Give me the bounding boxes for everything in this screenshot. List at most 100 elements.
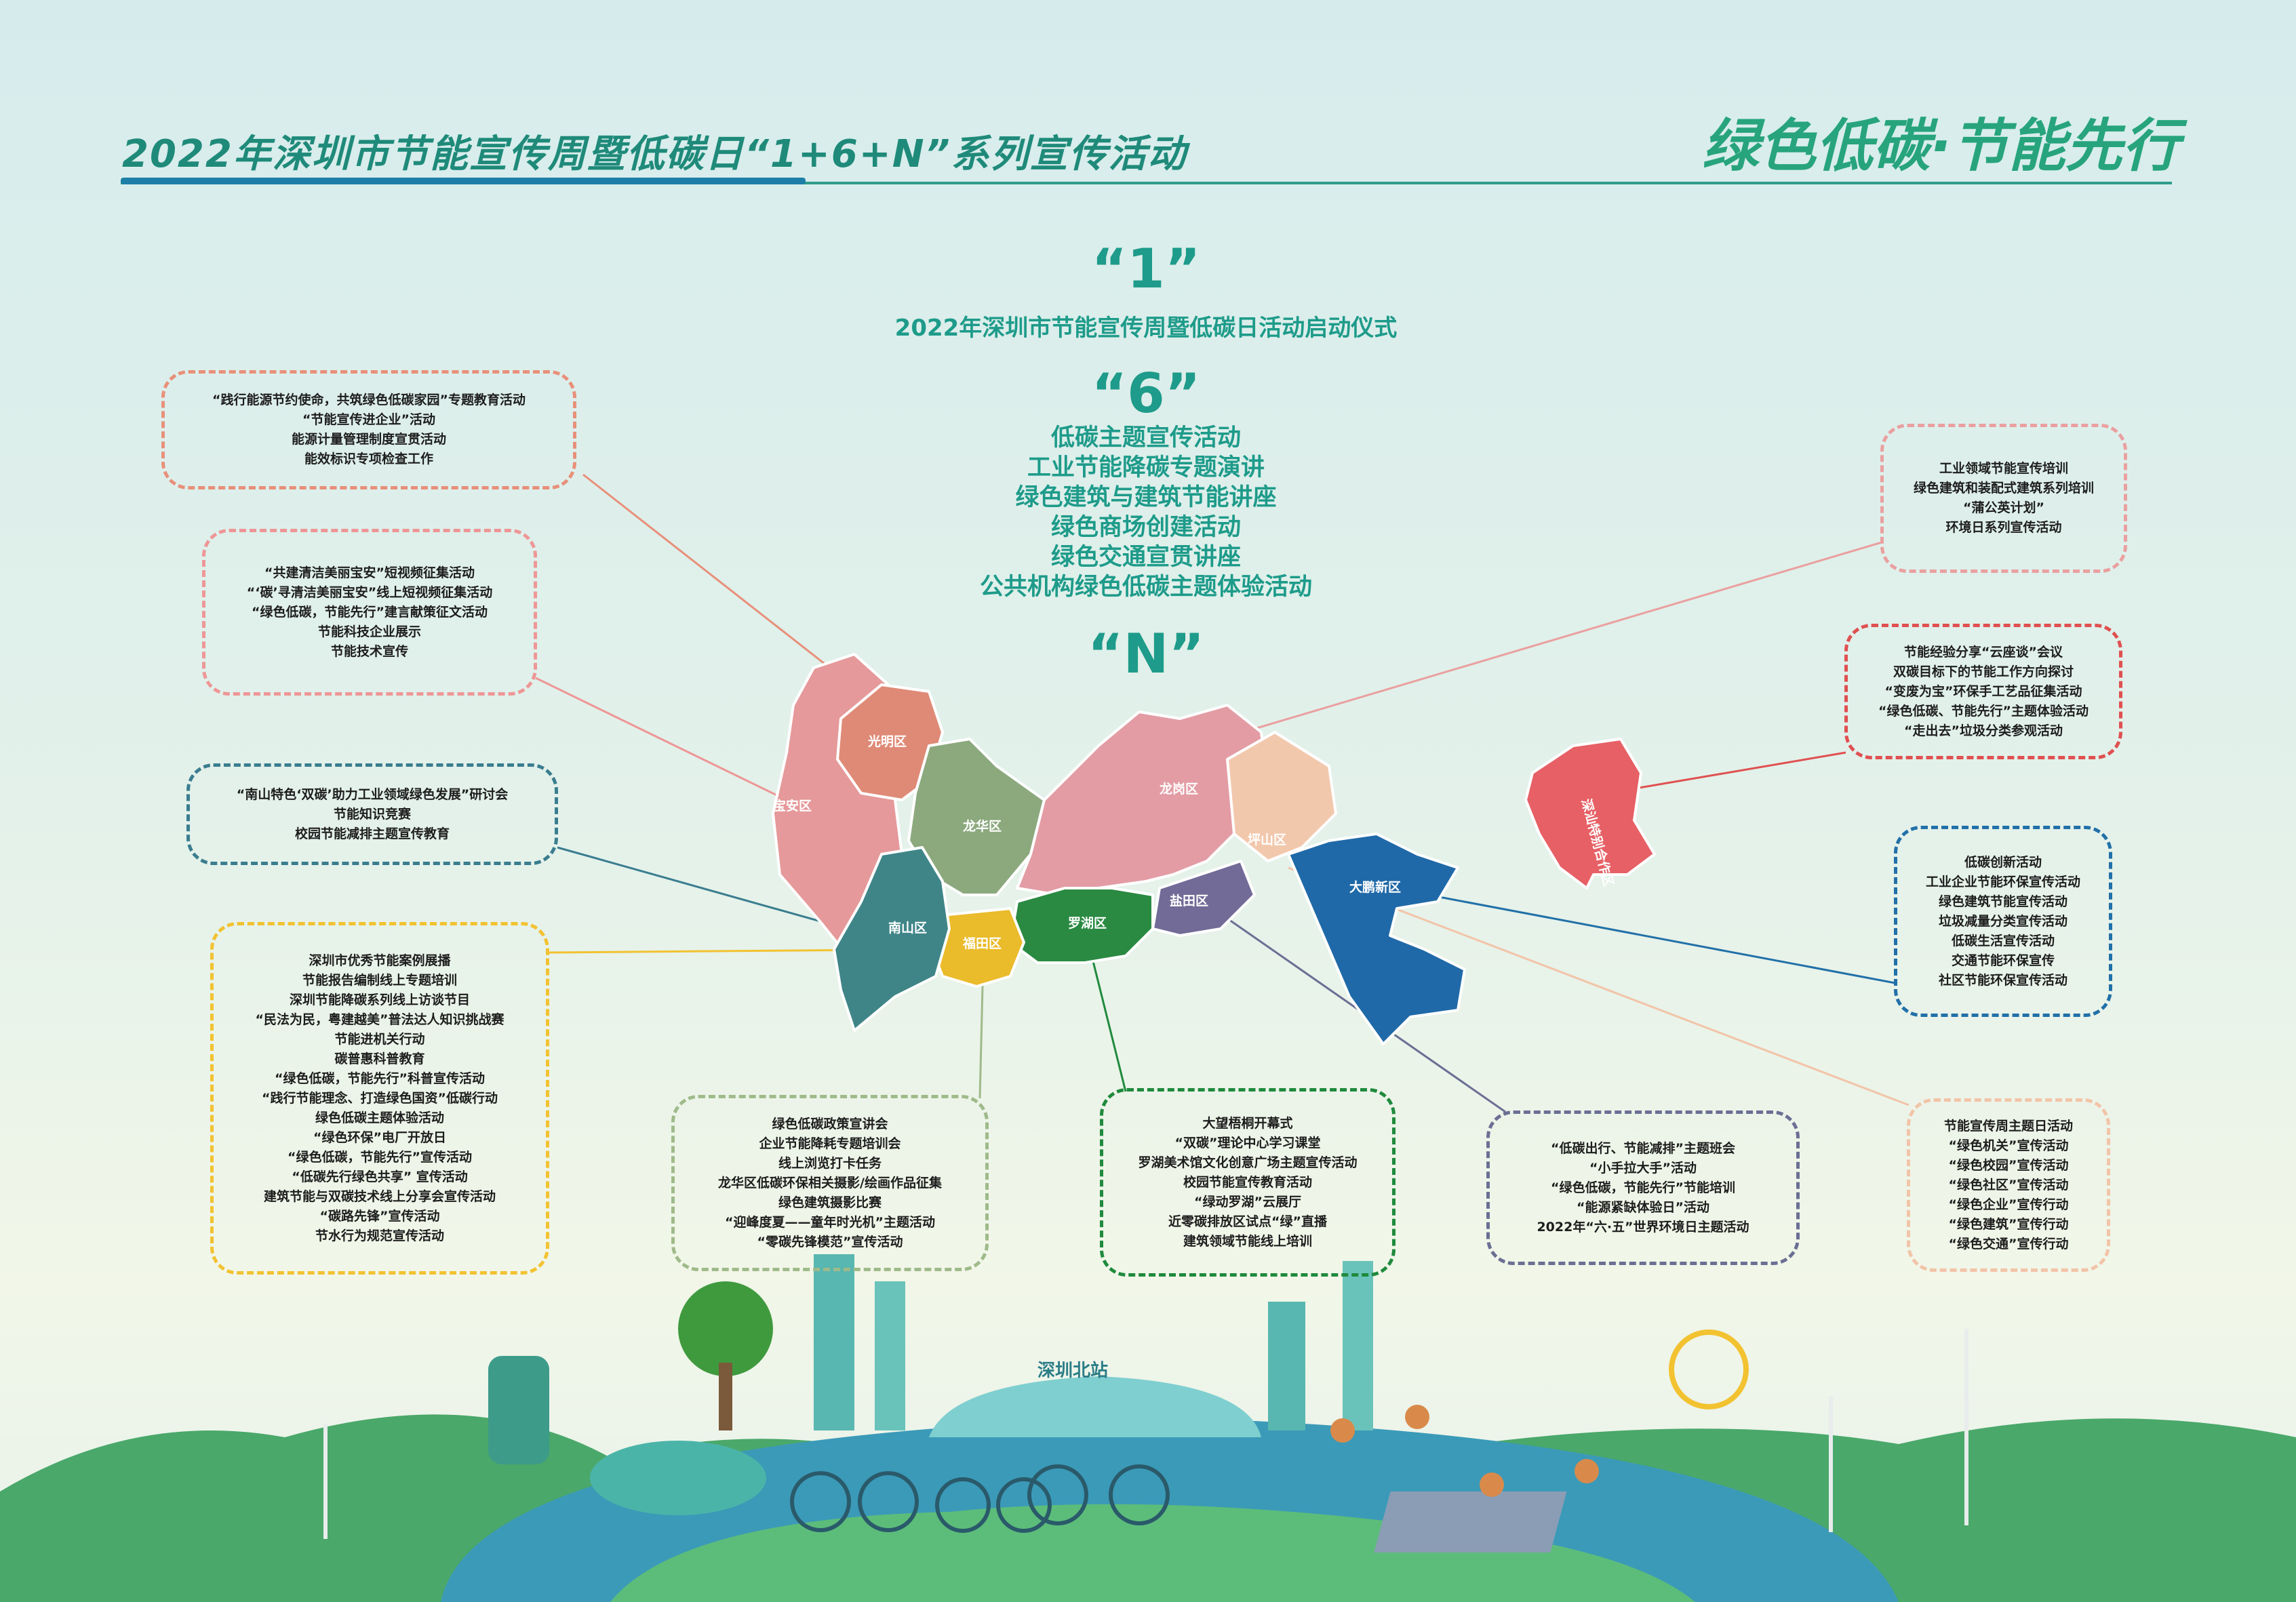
activity-item: “能源紧缺体验日”活动 bbox=[1577, 1199, 1709, 1215]
connector-shenshan bbox=[1627, 751, 1846, 791]
activity-box-baoan: “共建清洁美丽宝安”短视频征集活动 “‘碳’寻清洁美丽宝安”线上短视频征集活动 “绿… bbox=[202, 529, 537, 696]
activity-item: 绿色低碳主题体验活动 bbox=[315, 1110, 444, 1125]
six-activity: 绿色建筑与建筑节能讲座 bbox=[1015, 484, 1277, 511]
solar-panels bbox=[1374, 1491, 1567, 1553]
activity-item: “零碳先锋模范”宣传活动 bbox=[757, 1234, 903, 1249]
activity-item: 节能知识竞赛 bbox=[333, 806, 411, 822]
activity-box-luohu: 大望梧桐开幕式“双碳”理论中心学习课堂罗湖美术馆文化创意广场主题宣传活动校园节能… bbox=[1100, 1088, 1396, 1277]
label-yantian: 盐田区 bbox=[1170, 893, 1208, 908]
slogan-logo: 绿色低碳·节能先行 bbox=[1702, 113, 2179, 179]
label-baoan: 宝安区 bbox=[773, 798, 812, 814]
connector-longgang bbox=[1254, 541, 1882, 730]
tower-left bbox=[814, 1254, 854, 1430]
activity-item: 节能报告编制线上专题培训 bbox=[302, 972, 457, 988]
runners bbox=[1330, 1405, 1599, 1497]
activity-item: 深圳市优秀节能案例展播 bbox=[309, 953, 451, 968]
activity-item: “变废为宝”环保手工艺品征集活动 bbox=[1884, 683, 2082, 699]
cyclists bbox=[790, 1464, 1170, 1533]
activity-item: “南山特色‘双碳’助力工业领域绿色发展”研讨会 bbox=[236, 786, 509, 802]
tower-left-2 bbox=[875, 1281, 905, 1430]
activity-item: “共建清洁美丽宝安”短视频征集活动 bbox=[264, 565, 475, 580]
activity-box-shenshan: 节能经验分享“云座谈”会议双碳目标下的节能工作方向探讨“变废为宝”环保手工艺品征… bbox=[1844, 624, 2122, 759]
activity-item: “绿色企业”宣传行动 bbox=[1948, 1197, 2069, 1212]
six-activity: 绿色商场创建活动 bbox=[1050, 514, 1241, 541]
activity-item: “绿色低碳，节能先行”节能培训 bbox=[1551, 1180, 1735, 1195]
activity-item: “低碳出行、节能减排”主题班会 bbox=[1551, 1140, 1735, 1156]
label-nanshan: 南山区 bbox=[888, 921, 927, 936]
activity-item: “‘碳’寻清洁美丽宝安”线上短视频征集活动 bbox=[246, 584, 493, 600]
district-longhua bbox=[907, 738, 1046, 896]
tower-right-2 bbox=[1343, 1261, 1373, 1430]
connector-yantian bbox=[1193, 894, 1506, 1113]
label-futian: 福田区 bbox=[962, 936, 1002, 951]
six-activities-list: 低碳主题宣传活动 工业节能降碳专题演讲 绿色建筑与建筑节能讲座 绿色商场创建活动… bbox=[875, 423, 1417, 602]
six-activity: 低碳主题宣传活动 bbox=[1050, 424, 1241, 452]
activity-item: “绿色低碳、节能先行”主题体验活动 bbox=[1878, 703, 2089, 719]
header-divider-accent bbox=[121, 178, 806, 184]
activity-item: “走出去”垃圾分类参观活动 bbox=[1904, 723, 2063, 738]
connector-guangming bbox=[582, 473, 835, 673]
activity-box-guangming: “践行能源节约使命，共筑绿色低碳家园”专题教育活动“节能宣传进企业”活动能源计量… bbox=[161, 370, 576, 489]
activity-item: 建筑节能与双碳技术线上分享会宣传活动 bbox=[263, 1188, 496, 1204]
district-yantian bbox=[1151, 860, 1256, 937]
activity-item: “节能宣传进企业”活动 bbox=[302, 412, 435, 427]
activity-item: 建筑领域节能线上培训 bbox=[1183, 1233, 1312, 1249]
activity-box-longgang: 工业领域节能宣传培训绿色建筑和装配式建筑系列培训“蒲公英计划”环境日系列宣传活动 bbox=[1880, 424, 2127, 573]
activity-item: 社区节能环保宣传活动 bbox=[1938, 972, 2067, 988]
tree-trunk bbox=[719, 1363, 732, 1430]
wind-turbines bbox=[323, 1329, 1968, 1539]
activity-item: 能源计量管理制度宣贯活动 bbox=[291, 432, 446, 447]
activity-item: 绿色建筑节能宣传活动 bbox=[1938, 894, 2067, 909]
activity-item: 节能经验分享“云座谈”会议 bbox=[1904, 644, 2063, 660]
activity-item: “低碳先行绿色共享” 宣传活动 bbox=[292, 1169, 468, 1184]
label-dapeng: 大鹏新区 bbox=[1349, 879, 1401, 895]
label-guangming: 光明区 bbox=[867, 734, 907, 749]
activity-item: “双碳”理论中心学习课堂 bbox=[1174, 1135, 1321, 1150]
charging-station bbox=[488, 1356, 549, 1464]
activity-item: “迎峰度夏——童年时光机”主题活动 bbox=[725, 1214, 935, 1230]
activity-item: “绿色建筑”宣传行动 bbox=[1948, 1216, 2069, 1232]
activity-item: “碳路先锋”宣传活动 bbox=[319, 1208, 440, 1224]
activity-item: 低碳生活宣传活动 bbox=[1951, 933, 2055, 948]
activity-item: 低碳创新活动 bbox=[1964, 854, 2042, 870]
activity-item: 节能技术宣传 bbox=[330, 643, 408, 659]
activity-item: 节能进机关行动 bbox=[334, 1031, 425, 1047]
activity-box-dapeng: 低碳创新活动工业企业节能环保宣传活动绿色建筑节能宣传活动垃圾减量分类宣传活动低碳… bbox=[1894, 826, 2112, 1017]
sun-icon bbox=[1669, 1329, 1749, 1409]
activity-item: “绿色低碳，节能先行”建言献策征文活动 bbox=[252, 604, 488, 620]
bottom-scenery: 深圳北站 bbox=[0, 1254, 2296, 1602]
header-divider bbox=[121, 182, 2172, 184]
station-building bbox=[929, 1376, 1261, 1437]
label-pingshan: 坪山区 bbox=[1248, 833, 1286, 847]
six-activity: 工业节能降碳专题演讲 bbox=[1027, 454, 1265, 481]
activity-item: 能效标识专项检查工作 bbox=[304, 452, 433, 466]
district-dapeng bbox=[1287, 833, 1466, 1045]
label-longgang: 龙岗区 bbox=[1160, 781, 1198, 797]
district-luohu bbox=[1009, 887, 1154, 964]
district-nanshan bbox=[833, 846, 951, 1032]
activity-item: “绿色校园”宣传活动 bbox=[1948, 1157, 2069, 1173]
activity-item: “绿色低碳，节能先行”宣传活动 bbox=[288, 1149, 472, 1165]
activity-item: 环境日系列宣传活动 bbox=[1945, 520, 2062, 535]
activity-item: 罗湖美术馆文化创意广场主题宣传活动 bbox=[1138, 1155, 1358, 1170]
activity-item: “民法为民，粤建越美”普法达人知识挑战赛 bbox=[255, 1012, 504, 1027]
six-activity: 绿色交通宣贯讲座 bbox=[1050, 544, 1241, 571]
activity-box-longhua: 绿色低碳政策宣讲会企业节能降耗专题培训会线上浏览打卡任务龙华区低碳环保相关摄影/… bbox=[671, 1095, 989, 1271]
activity-item: 2022年“六·五”世界环境日主题活动 bbox=[1537, 1219, 1749, 1235]
activity-item: “蒲公英计划” bbox=[1963, 500, 2044, 515]
activity-item: “小手拉大手”活动 bbox=[1589, 1160, 1697, 1176]
activity-item: 绿色建筑摄影比赛 bbox=[778, 1195, 882, 1210]
label-1: “1” bbox=[1091, 237, 1201, 300]
tower-right bbox=[1268, 1302, 1305, 1430]
activity-item: 交通节能环保宣传 bbox=[1951, 953, 2055, 968]
activity-box-nanshan: “南山特色‘双碳’助力工业领域绿色发展”研讨会节能知识竞赛校园节能减排主题宣传教… bbox=[186, 763, 558, 865]
activity-item: 工业企业节能环保宣传活动 bbox=[1925, 874, 2080, 889]
launch-ceremony-title: 2022年深圳市节能宣传周暨低碳日活动启动仪式 bbox=[894, 315, 1398, 342]
station-sign: 深圳北站 bbox=[1037, 1361, 1108, 1381]
district-pingshan bbox=[1226, 731, 1337, 862]
label-luohu: 罗湖区 bbox=[1068, 916, 1107, 931]
connector-dapeng bbox=[1410, 890, 1896, 984]
activity-item: 节能宣传周主题日活动 bbox=[1943, 1118, 2073, 1134]
activity-item: 大望梧桐开幕式 bbox=[1202, 1115, 1293, 1131]
